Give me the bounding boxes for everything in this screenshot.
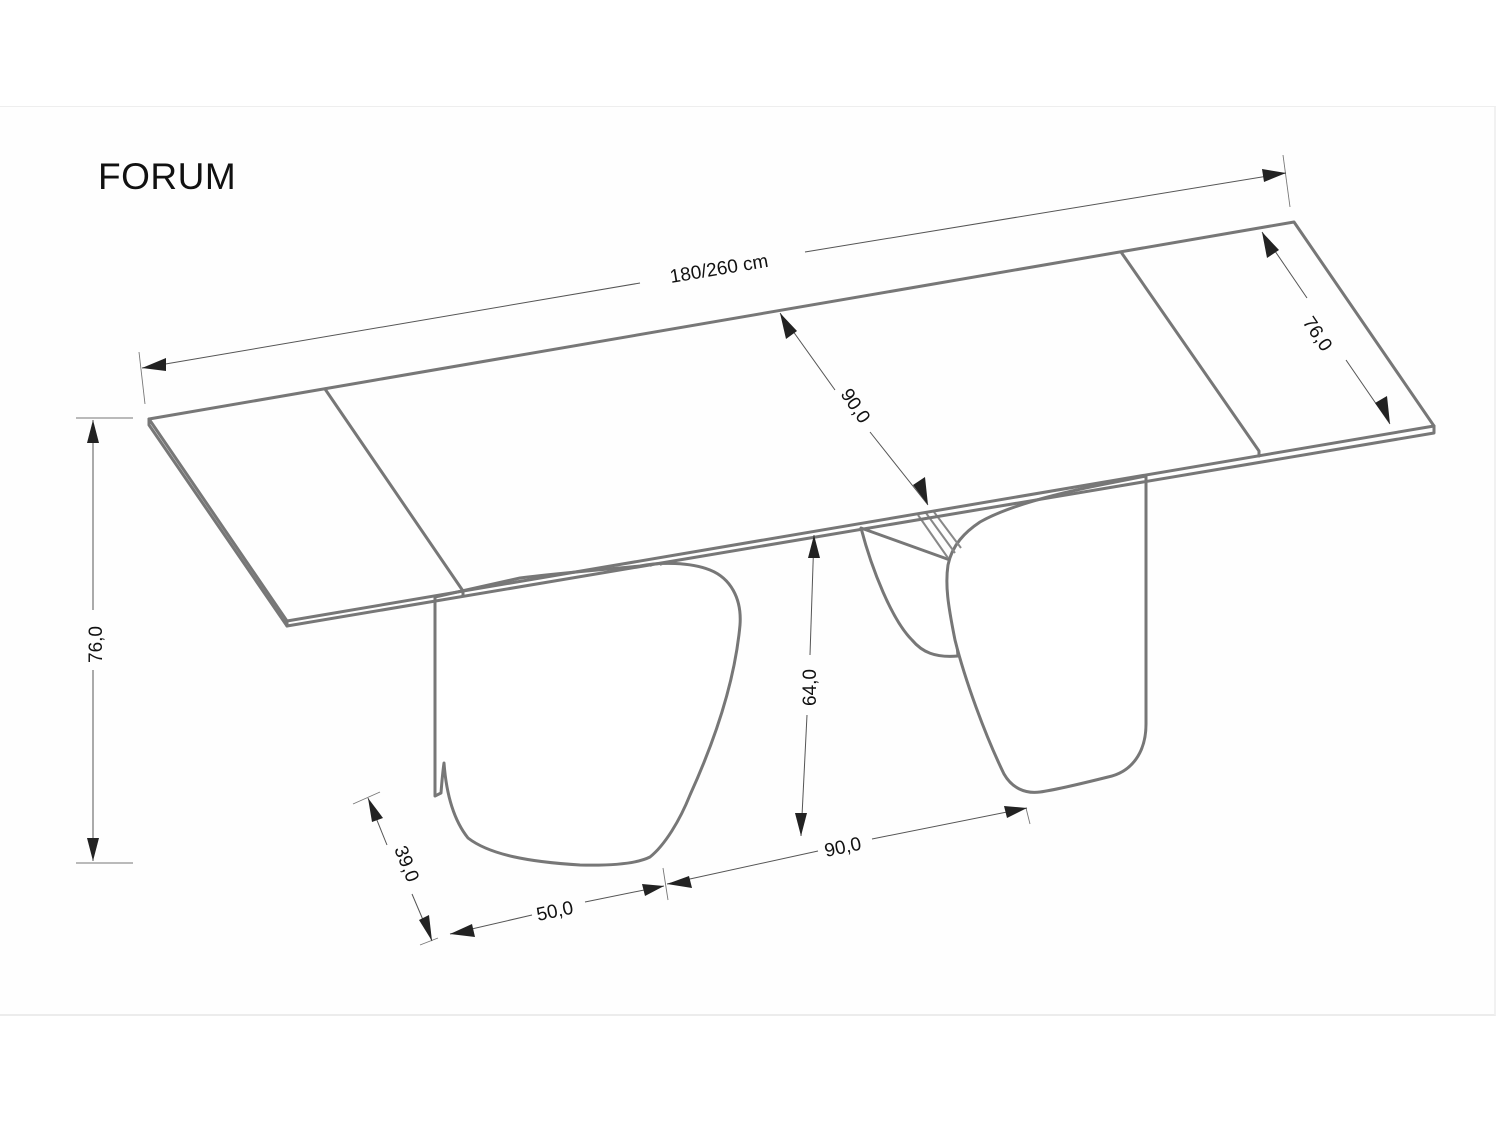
dimension-total-height: 76,0 (76, 417, 133, 864)
leg-width-label: 50,0 (535, 898, 576, 926)
tabletop-surface (147, 220, 1436, 623)
length-label: 180/260 cm (668, 251, 769, 288)
dimension-leg-height: 64,0 (795, 534, 821, 837)
leaf-width-label: 76,0 (1298, 313, 1336, 355)
drawing-frame (0, 106, 1496, 1016)
leg-depth-label: 39,0 (389, 843, 422, 885)
back-leg-outline (859, 526, 960, 658)
right-leg-outline (945, 474, 1148, 794)
right-leg-strut (917, 511, 962, 559)
left-leg-outline (433, 561, 742, 867)
dimension-leaf-width: 76,0 (1261, 231, 1391, 425)
leg-spacing-label: 90,0 (823, 834, 864, 862)
dimension-top-depth: 90,0 (779, 312, 929, 506)
top-depth-label: 90,0 (836, 385, 874, 427)
dimension-leg-width: 50,0 (449, 884, 665, 937)
leg-height-label: 64,0 (800, 669, 821, 706)
product-title: FORUM (98, 156, 237, 197)
dimension-length: 180/260 cm (138, 154, 1291, 405)
dimension-leg-depth: 39,0 (352, 791, 439, 946)
total-height-label: 76,0 (86, 626, 107, 663)
dimension-leg-spacing: 90,0 (662, 806, 1031, 901)
right-leaf-seam (1119, 250, 1261, 458)
left-leaf-seam (323, 387, 465, 598)
tabletop-left-edge (147, 417, 289, 628)
